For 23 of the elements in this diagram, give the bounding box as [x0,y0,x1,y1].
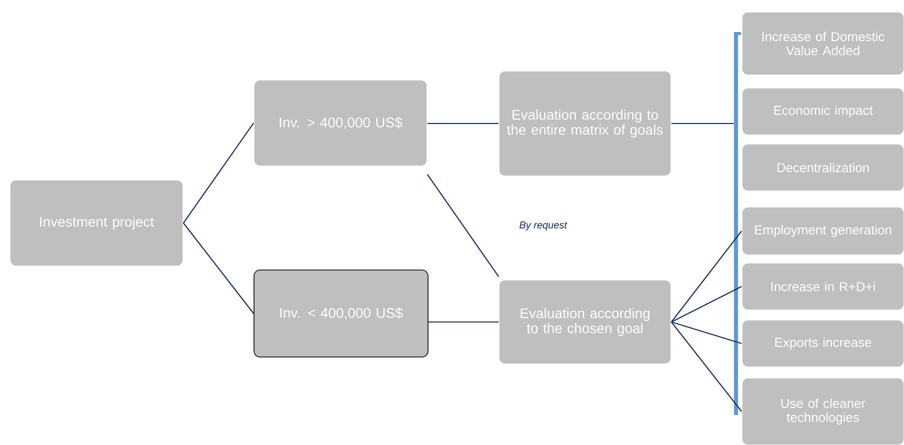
connector-line [670,322,742,412]
process-box: Evaluation according to the entire matrix of goals [498,70,672,176]
process-box: Evaluation according to the chosen goal [498,280,672,364]
process-box: Inv. < 400,000 US$ [254,270,428,358]
goal-box: Increase in R+D+i [742,262,904,310]
goal-box: Exports increase [742,320,904,368]
connector-line [428,321,499,323]
goal-box: Decentralization [742,144,904,192]
edge-label: By request [518,220,568,232]
connector-line [426,174,500,277]
connector-line [671,286,742,322]
goal-box: Use of cleaner technologies [742,378,904,445]
connector-line [670,230,742,322]
connector-line [182,122,254,224]
goal-box: Employment generation [742,206,904,256]
process-box: Inv. > 400,000 US$ [254,80,428,166]
goal-box: Increase of Domestic Value Added [742,12,904,76]
bracket [734,32,741,415]
goal-box: Economic impact [742,88,904,136]
connector-line [671,122,734,124]
connector-line [427,122,499,124]
connector-line [182,222,254,314]
process-box: Investment project [10,180,184,266]
